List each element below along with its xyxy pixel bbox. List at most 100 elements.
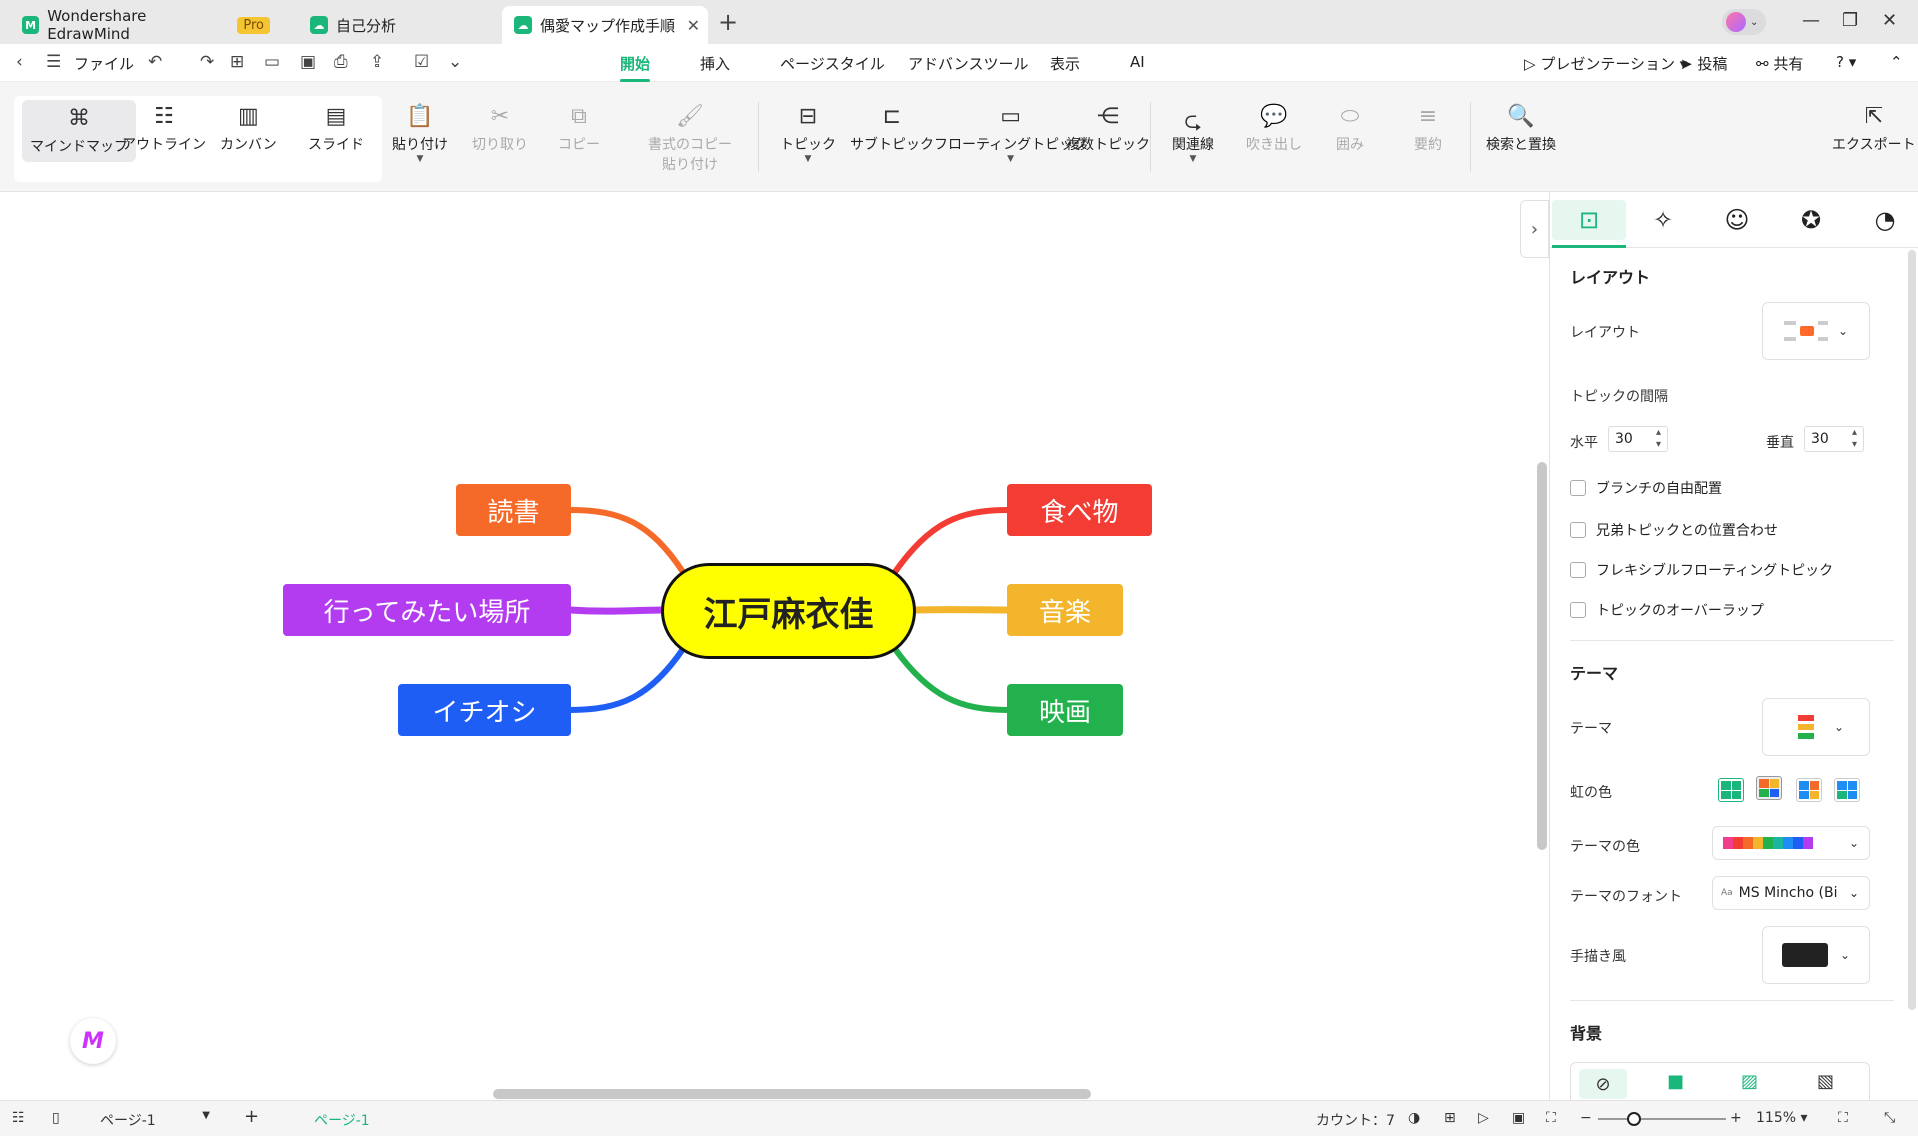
share-button[interactable]: ⚯ 共有	[1756, 55, 1804, 73]
zoom-level[interactable]: 115% ▾	[1756, 1110, 1808, 1126]
subtopic-button[interactable]: ⊏サブトピック	[850, 104, 934, 154]
menu-tab-start[interactable]: 開始	[620, 55, 651, 82]
menu-tab-page-style[interactable]: ページスタイル	[780, 55, 885, 73]
floating-topic-button[interactable]: ▭フローティングトピック▼	[934, 104, 1087, 164]
fullscreen-icon[interactable]: ⛶	[1838, 1110, 1848, 1126]
collapse-panel-button[interactable]: ›	[1520, 200, 1549, 258]
app-tab[interactable]: M Wondershare EdrawMind Pro	[10, 6, 270, 44]
topic-button[interactable]: ⊟トピック▼	[780, 104, 836, 164]
rainbow-option-1[interactable]	[1718, 778, 1744, 802]
summary-button[interactable]: ≡要約	[1414, 104, 1442, 154]
topic-reading[interactable]: 読書	[456, 484, 571, 536]
copy-button[interactable]: ⧉コピー	[558, 104, 600, 154]
checkbox-align-siblings[interactable]: 兄弟トピックとの位置合わせ	[1570, 520, 1778, 540]
rainbow-option-2[interactable]	[1756, 776, 1782, 800]
tab-ai-style[interactable]: ✧	[1626, 200, 1700, 240]
theme-dropdown[interactable]: ⌄	[1762, 698, 1870, 756]
tab-document-1[interactable]: ☁ 自己分析	[298, 6, 498, 44]
restore-icon[interactable]: ❐	[1842, 10, 1859, 31]
page-tab[interactable]: ページ-1	[314, 1113, 370, 1129]
tab-document-2[interactable]: ☁ 偶愛マップ作成手順 ✕	[502, 6, 708, 44]
topic-recommend[interactable]: イチオシ	[398, 684, 571, 736]
no-background-icon[interactable]: ⊘	[1579, 1069, 1627, 1099]
play-icon[interactable]: ▷	[1478, 1110, 1489, 1126]
save-icon[interactable]: ▣	[300, 52, 317, 72]
hand-drawn-dropdown[interactable]: ⌄	[1762, 926, 1870, 984]
check-icon[interactable]: ☑	[414, 52, 430, 72]
image-icon[interactable]: ▧	[1817, 1071, 1835, 1092]
tab-icons[interactable]: ☺	[1700, 200, 1774, 240]
zoom-slider-handle[interactable]	[1627, 1112, 1641, 1126]
checkbox[interactable]	[1570, 480, 1586, 496]
texture-icon[interactable]: ▨	[1741, 1071, 1759, 1092]
tab-history[interactable]: ◔	[1848, 200, 1918, 240]
share-export-icon[interactable]: ⇪	[370, 52, 385, 72]
menu-tab-ai[interactable]: AI	[1130, 53, 1145, 71]
zoom-out-icon[interactable]: −	[1580, 1110, 1592, 1126]
ai-assistant-icon[interactable]: M	[70, 1018, 116, 1064]
format-painter-button[interactable]: 🖌書式のコピー貼り付け	[648, 104, 732, 174]
menu-icon[interactable]: ☰	[46, 52, 62, 72]
find-replace-button[interactable]: 🔍検索と置換	[1486, 104, 1556, 154]
topic-places[interactable]: 行ってみたい場所	[283, 584, 571, 636]
relation-line-button[interactable]: ⮎関連線▼	[1172, 104, 1214, 164]
paste-button[interactable]: 📋貼り付け▼	[392, 104, 448, 164]
checkbox[interactable]	[1570, 602, 1586, 618]
redo-icon[interactable]: ↷	[200, 52, 215, 72]
topic-music[interactable]: 音楽	[1007, 584, 1123, 636]
callout-button[interactable]: 💬吹き出し	[1246, 104, 1302, 154]
vertical-scrollbar[interactable]	[1537, 462, 1547, 850]
checkbox[interactable]	[1570, 562, 1586, 578]
post-button[interactable]: ➤ 投稿	[1680, 55, 1728, 73]
avatar[interactable]: ⌄	[1722, 9, 1766, 35]
cut-button[interactable]: ✂切り取り	[472, 104, 528, 154]
theme-font-dropdown[interactable]: Aa MS Mincho (Bi ⌄	[1712, 876, 1870, 910]
theme-icon[interactable]: ◑	[1408, 1110, 1421, 1126]
file-menu[interactable]: ファイル	[74, 55, 135, 73]
undo-icon[interactable]: ↶	[148, 52, 163, 72]
zoom-slider[interactable]	[1598, 1118, 1726, 1120]
export-button[interactable]: ⇱エクスポート	[1832, 104, 1916, 154]
view-kanban-button[interactable]: ▥カンバン	[220, 104, 277, 154]
mindmap-canvas[interactable]: 読書 行ってみたい場所 イチオシ 食べ物 音楽 映画 江戸麻衣佳 › M	[0, 192, 1549, 1100]
view-outline-button[interactable]: ☷アウトライン	[122, 104, 206, 154]
tab-settings[interactable]: ✪	[1774, 200, 1848, 240]
help-icon[interactable]: ? ▾	[1836, 53, 1857, 71]
checkbox-flexible-floating[interactable]: フレキシブルフローティングトピック	[1570, 560, 1833, 580]
menu-tab-advanced-tools[interactable]: アドバンスツール	[908, 55, 1029, 73]
back-icon[interactable]: ‹	[16, 52, 23, 72]
close-tab-icon[interactable]: ✕	[686, 15, 700, 35]
view-mindmap-button[interactable]: ⌘マインドマップ	[22, 100, 136, 162]
topic-food[interactable]: 食べ物	[1007, 484, 1152, 536]
layout-dropdown[interactable]: ⌄	[1762, 302, 1870, 360]
outline-toggle-icon[interactable]: ☷	[12, 1110, 25, 1126]
page-selector[interactable]: ページ-1▼	[100, 1110, 210, 1130]
solid-color-icon[interactable]: ■	[1667, 1071, 1685, 1092]
vertical-spacing-input[interactable]: 30	[1804, 426, 1864, 452]
exit-fullscreen-icon[interactable]: ⤡	[1884, 1110, 1896, 1126]
menu-tab-view[interactable]: 表示	[1050, 55, 1081, 73]
print-icon[interactable]: ⎙	[334, 52, 348, 72]
add-page-icon[interactable]: +	[244, 1106, 260, 1127]
horizontal-spacing-input[interactable]: 30	[1608, 426, 1668, 452]
checkbox-topic-overlap[interactable]: トピックのオーバーラップ	[1570, 600, 1764, 620]
fit-page-icon[interactable]: ▣	[1512, 1110, 1526, 1126]
minimize-icon[interactable]: —	[1802, 10, 1820, 31]
view-slide-button[interactable]: ▤スライド	[308, 104, 364, 154]
menu-tab-insert[interactable]: 挿入	[700, 55, 731, 73]
presentation-button[interactable]: ▷ プレゼンテーション ▾	[1524, 55, 1688, 73]
rainbow-option-3[interactable]	[1796, 778, 1822, 802]
central-topic[interactable]: 江戸麻衣佳	[661, 563, 916, 659]
close-window-icon[interactable]: ✕	[1882, 10, 1898, 31]
open-folder-icon[interactable]: ▭	[264, 52, 281, 72]
tab-page-format[interactable]: ⊡	[1552, 200, 1626, 248]
book-icon[interactable]: ⊞	[1444, 1110, 1456, 1126]
new-icon[interactable]: ⊞	[230, 52, 245, 72]
checkbox[interactable]	[1570, 522, 1586, 538]
horizontal-scrollbar[interactable]	[493, 1089, 1091, 1099]
boundary-button[interactable]: ⬭囲み	[1336, 104, 1364, 154]
multiple-topics-button[interactable]: ⋲複数トピック	[1066, 104, 1150, 154]
page-panel-icon[interactable]: ▯	[52, 1110, 60, 1126]
new-tab-icon[interactable]: +	[718, 8, 739, 36]
more-icon[interactable]: ⌄	[448, 52, 463, 72]
